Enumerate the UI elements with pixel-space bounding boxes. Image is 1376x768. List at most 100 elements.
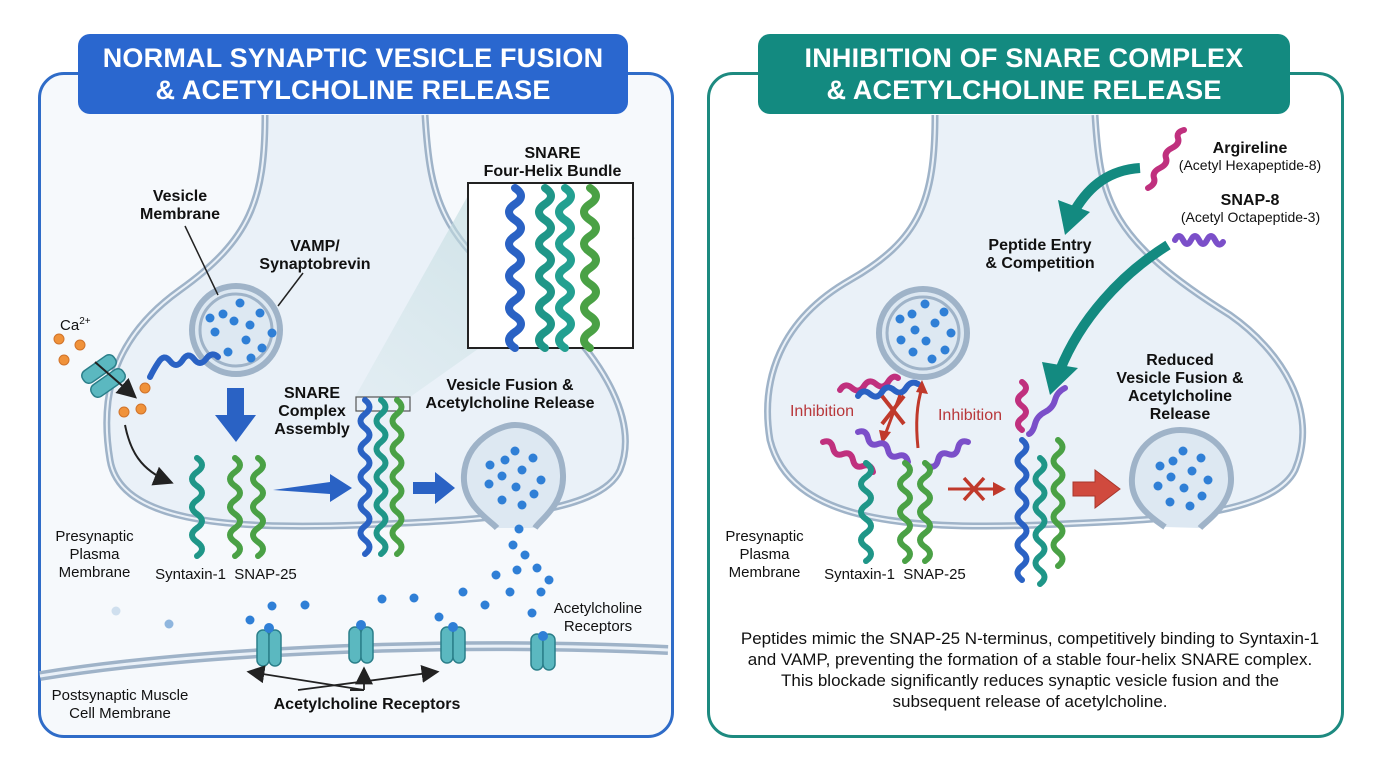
argireline-label: Argireline [1212, 140, 1288, 157]
snap8-bound-right [925, 438, 971, 470]
right-snap25-helix-2 [917, 460, 933, 564]
syntaxin-helix [189, 455, 205, 559]
reduced-fusion-label: Reduced Vesicle Fusion & Acetylcholine R… [1110, 352, 1250, 424]
calcium-symbol: Ca [60, 317, 80, 334]
complex-snap25-helix [1050, 437, 1066, 569]
fusion-label-line1: Vesicle Fusion & [446, 377, 574, 394]
snare-assembly-label: SNARE Complex Assembly [262, 385, 362, 439]
vesicle-membrane-label-line2: Membrane [139, 206, 221, 223]
left-panel-title: NORMAL SYNAPTIC VESICLE FUSION & ACETYLC… [78, 34, 628, 114]
snare-assembly-label-line2: Complex [278, 403, 346, 420]
calcium-charge: 2+ [79, 316, 91, 327]
right-title-line1: INHIBITION OF SNARE COMPLEX [804, 43, 1244, 73]
assembly-down-arrow [215, 388, 256, 442]
snare-assembly-label-line3: Assembly [274, 421, 350, 438]
right-presynaptic-line3: Membrane [728, 564, 801, 581]
fusing-vesicle [460, 421, 567, 531]
calcium-trigger-arrow [124, 424, 174, 486]
acetylcholine-molecules [111, 524, 554, 629]
right-docked-vesicle [1128, 426, 1235, 531]
right-presynaptic-line2: Plasma [739, 546, 790, 563]
presynaptic-membrane-label: Presynaptic Plasma Membrane [42, 528, 147, 582]
right-syntaxin-helix [858, 460, 874, 564]
calcium-ions [53, 333, 151, 418]
snap8-bound-left [855, 428, 911, 465]
snare-assembly-label-line1: SNARE [283, 385, 340, 402]
vamp-label: VAMP/ Synaptobrevin [250, 238, 380, 274]
ach-receptors-side-line1: Acetylcholine [553, 600, 643, 617]
right-synaptic-vesicle [876, 286, 970, 380]
complex-vamp-helix [1014, 437, 1030, 583]
right-presynaptic-line1: Presynaptic [725, 528, 804, 545]
vamp-label-line1: VAMP/ [290, 238, 340, 255]
four-helix-bundle-inset [505, 184, 600, 352]
syntaxin-label: Syntaxin-1 [155, 566, 226, 583]
snap8-complex-helix [1026, 385, 1068, 437]
vamp-helix [147, 351, 221, 380]
right-syntaxin-label: Syntaxin-1 [824, 566, 895, 583]
postsynaptic-label: Postsynaptic Muscle Cell Membrane [45, 687, 195, 723]
calcium-influx-arrow [94, 361, 138, 399]
argireline-complex-helix [1015, 379, 1029, 433]
calcium-label: Ca2+ [60, 313, 110, 335]
right-panel-title: INHIBITION OF SNARE COMPLEX & ACETYLCHOL… [758, 34, 1290, 114]
presynaptic-label-line1: Presynaptic [55, 528, 134, 545]
snap25-label: SNAP-25 [234, 566, 297, 583]
fusion-arrow [413, 472, 455, 504]
right-snap25-helix-1 [897, 460, 913, 564]
snap25-helix-1 [227, 455, 243, 559]
snap8-peptide [1172, 233, 1226, 248]
vesicle-membrane-label: Vesicle Membrane [125, 188, 235, 224]
argireline-bound-vamp [837, 373, 901, 394]
postsynaptic-label-line1: Postsynaptic Muscle [51, 687, 189, 704]
inhibition-label-left: Inhibition [789, 403, 855, 420]
vesicle-membrane-label-line1: Vesicle [152, 188, 208, 205]
assembly-right-arrow [273, 474, 352, 502]
complex-syntaxin-helix [1032, 455, 1048, 587]
acetylcholine-receptors [256, 620, 556, 671]
snare-bundle-label-line1: SNARE [524, 145, 581, 162]
presynaptic-label-line3: Membrane [58, 564, 131, 581]
vamp-pointer [277, 272, 304, 307]
fusion-label-line2: Acetylcholine Release [425, 395, 595, 412]
reduced-label-line4: Release [1149, 406, 1211, 423]
peptide-entry-label: Peptide Entry & Competition [975, 237, 1105, 273]
left-title-line2: & ACETYLCHOLINE RELEASE [155, 75, 551, 105]
argireline-peptide [1145, 127, 1187, 191]
reduced-label-line1: Reduced [1146, 352, 1214, 369]
peptide-entry-line1: Peptide Entry [988, 237, 1092, 254]
right-title-line2: & ACETYLCHOLINE RELEASE [826, 75, 1222, 105]
snare-bundle-label: SNARE Four-Helix Bundle [470, 145, 635, 181]
snap8-entry-arrow [1055, 240, 1171, 372]
presynaptic-label-line2: Plasma [69, 546, 120, 563]
mechanism-description: Peptides mimic the SNAP-25 N-terminus, c… [740, 629, 1320, 711]
right-presynaptic-label: Presynaptic Plasma Membrane [712, 528, 817, 582]
calcium-channel [81, 353, 126, 399]
postsynaptic-label-line2: Cell Membrane [69, 705, 171, 722]
left-title-line1: NORMAL SYNAPTIC VESICLE FUSION [102, 43, 604, 73]
ach-receptors-side-label: Acetylcholine Receptors [543, 600, 653, 636]
reduced-fusion-arrow [1072, 468, 1121, 510]
right-snap25-label: SNAP-25 [903, 566, 966, 583]
peptide-entry-line2: & Competition [985, 255, 1095, 272]
fusion-label: Vesicle Fusion & Acetylcholine Release [415, 377, 605, 413]
reduced-label-line2: Vesicle Fusion & [1116, 370, 1244, 387]
inhibition-label-right: Inhibition [937, 407, 1003, 424]
snap8-label: SNAP-8 [1220, 192, 1280, 209]
snare-complex [357, 397, 405, 557]
right-vamp-helix [855, 379, 921, 400]
vesicle-membrane-pointer [184, 225, 219, 296]
argireline-entry-arrow [1070, 163, 1141, 213]
snap8-sublabel: (Acetyl Octapeptide-3) [1180, 209, 1321, 225]
synaptic-vesicle [189, 283, 283, 377]
receptor-pointer-arrows [246, 664, 440, 691]
reduced-label-line3: Acetylcholine [1127, 388, 1233, 405]
blocked-assembly-arrow [948, 476, 1006, 502]
inhibition-marks-left [879, 380, 928, 449]
snap25-helix-2 [250, 455, 266, 559]
snare-bundle-label-line2: Four-Helix Bundle [483, 163, 622, 180]
ach-receptors-bottom-label: Acetylcholine Receptors [273, 696, 461, 713]
ach-receptors-side-line2: Receptors [563, 618, 633, 635]
argireline-sublabel: (Acetyl Hexapeptide-8) [1178, 157, 1322, 173]
